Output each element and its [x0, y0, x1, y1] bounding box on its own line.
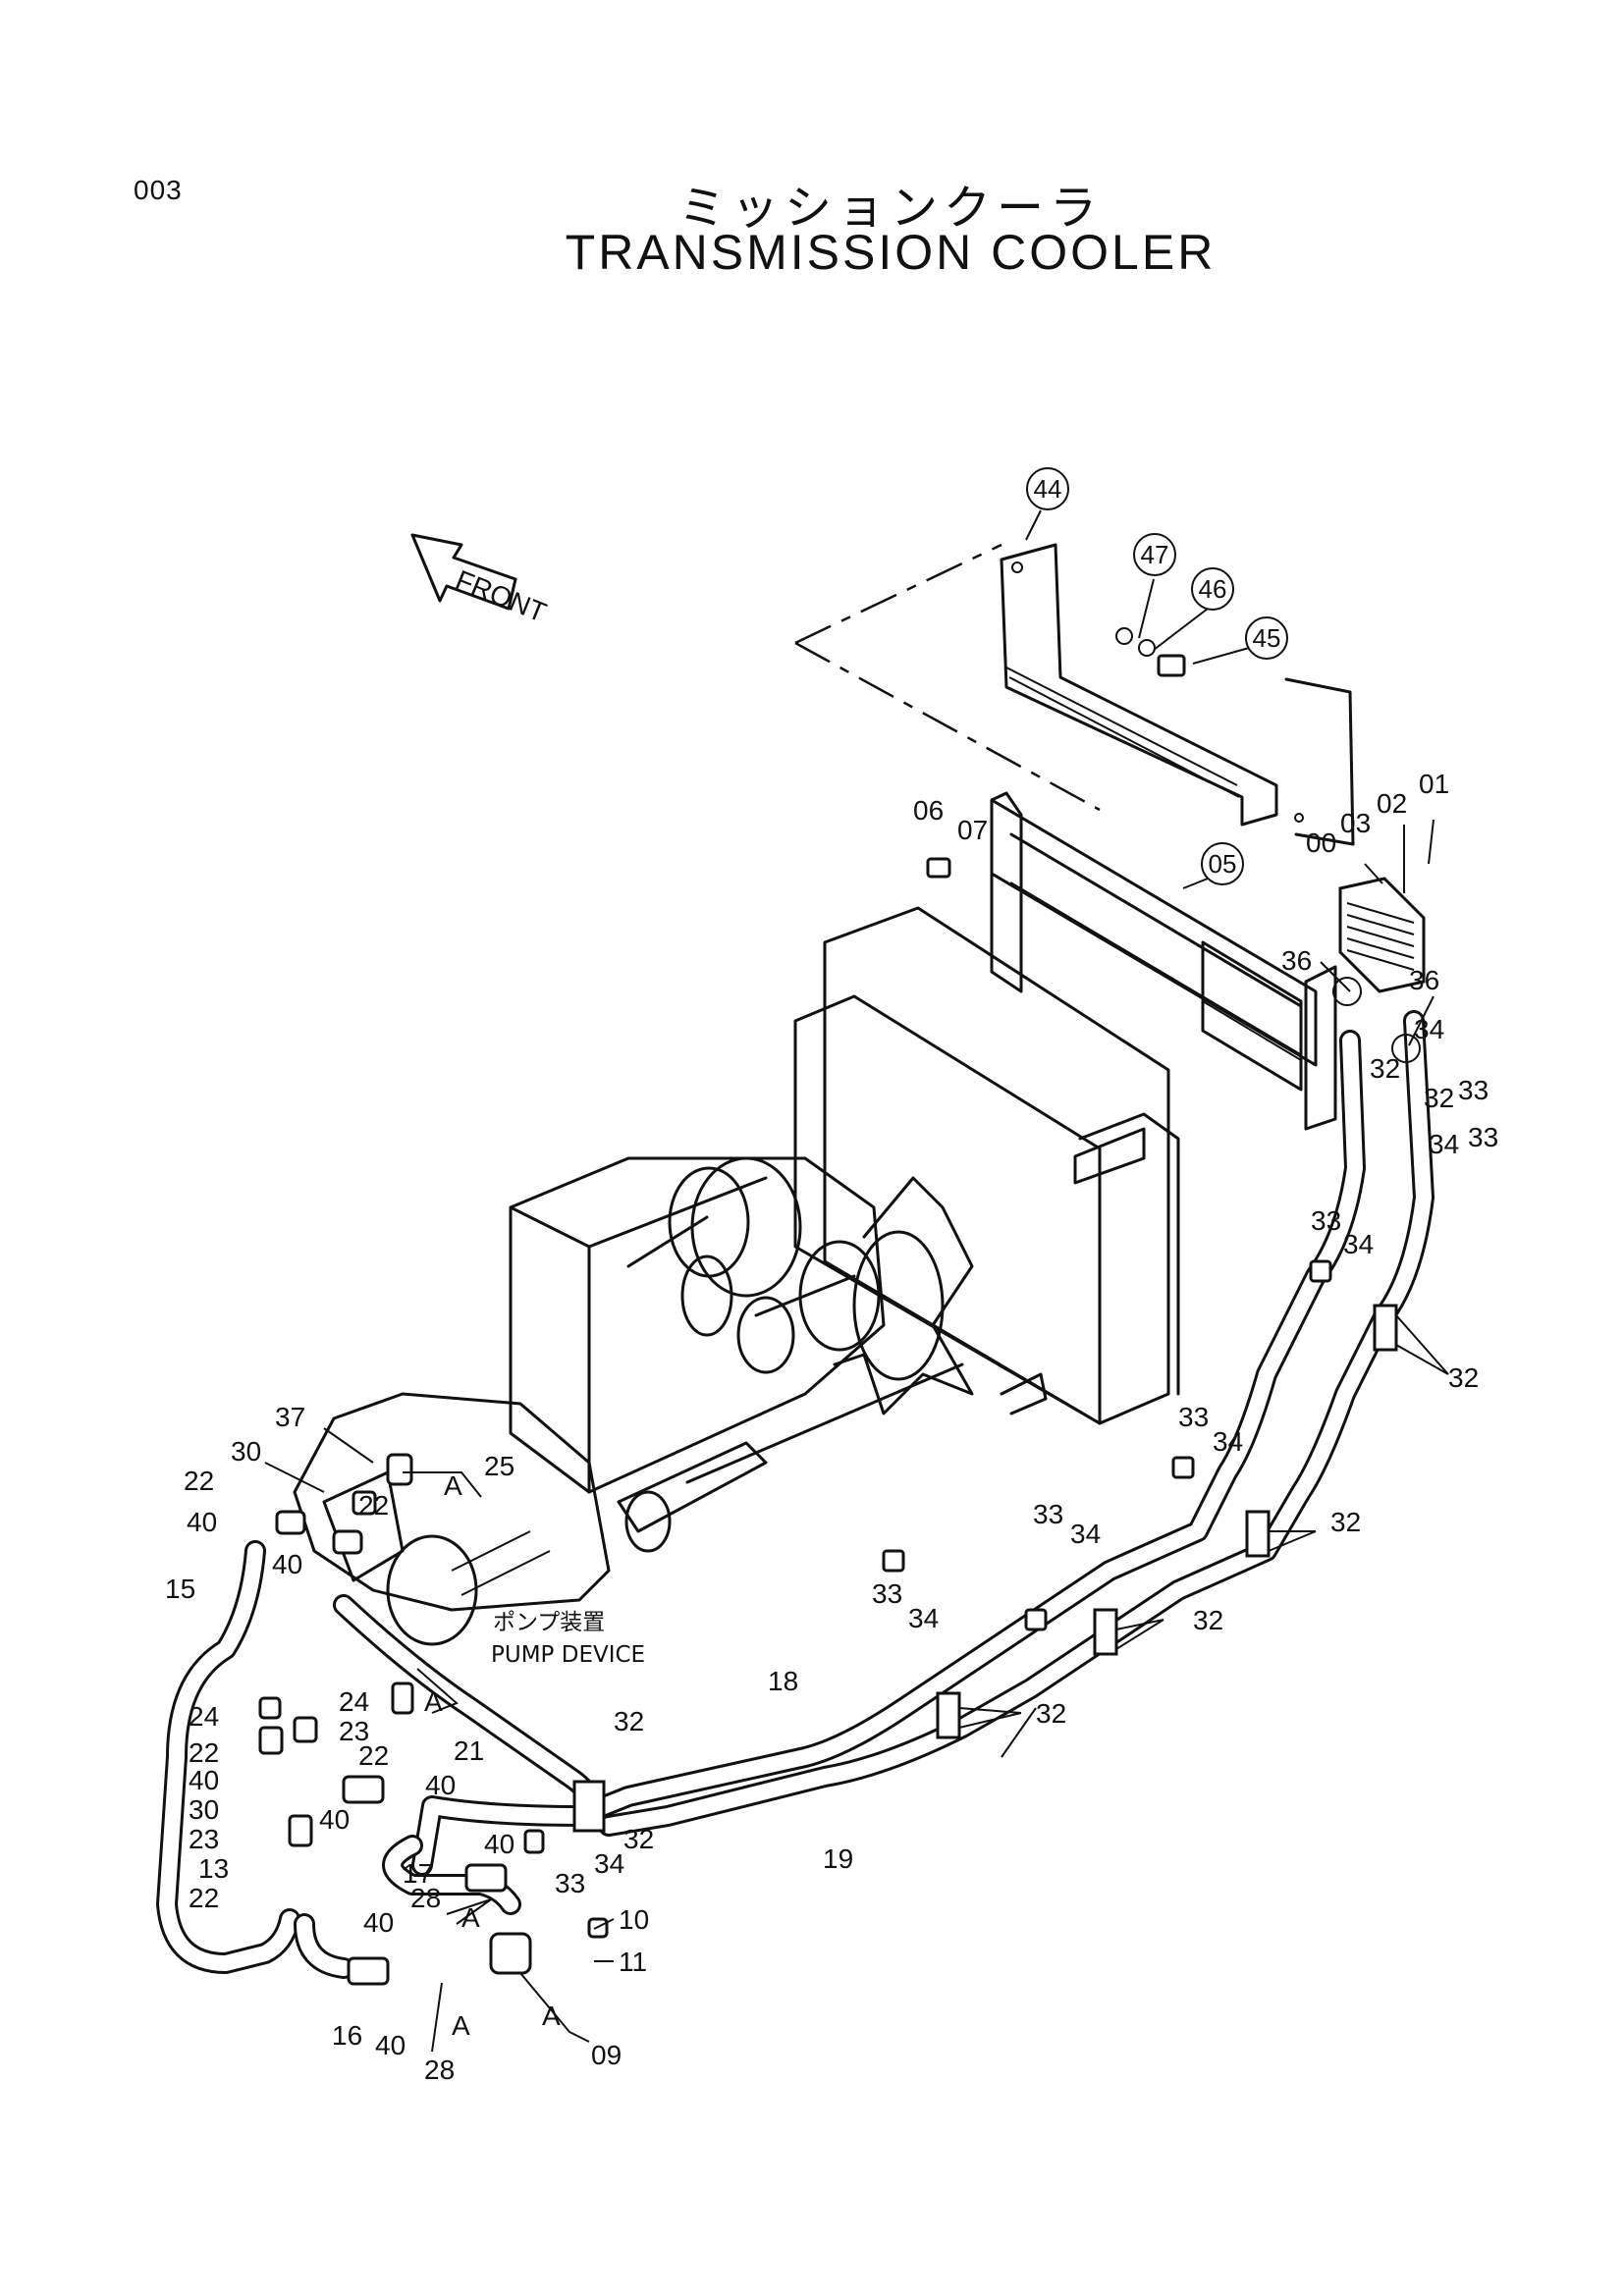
callout-36-right: 36 [1409, 965, 1439, 995]
pump-device-jp: ポンプ装置 [493, 1610, 605, 1635]
pump-device-label: ポンプ装置 PUMP DEVICE [491, 1610, 645, 1668]
callout-36: 36 [1281, 945, 1312, 976]
callout-22-low: 22 [189, 1883, 219, 1913]
callout-32-left: 32 [1036, 1698, 1066, 1729]
callout-22-mid: 22 [358, 1740, 389, 1771]
callout-45: 45 [1253, 623, 1281, 653]
fittings [258, 627, 1421, 1986]
callout-32-clamp-low: 32 [623, 1824, 654, 1854]
callout-34-lower: 34 [1429, 1129, 1459, 1159]
callout-19: 19 [823, 1843, 853, 1874]
callout-02: 02 [1377, 788, 1407, 819]
callout-46: 46 [1199, 574, 1227, 604]
callout-34-lowmid: 34 [1070, 1519, 1101, 1549]
callout-44: 44 [1034, 474, 1062, 504]
callout-34-mid: 34 [1343, 1229, 1374, 1259]
callout-40-left: 40 [189, 1765, 219, 1795]
callout-34-clamp: 34 [594, 1848, 624, 1879]
callout-40-bottom: 40 [375, 2030, 406, 2060]
cooler-frame [990, 791, 1337, 1131]
callout-16: 16 [332, 2020, 362, 2051]
callout-30-left: 30 [189, 1794, 219, 1825]
callout-40-right: 40 [425, 1770, 456, 1800]
callout-a-bottom: A [452, 2010, 470, 2041]
callout-40-mid: 40 [319, 1804, 350, 1835]
callout-06: 06 [913, 795, 944, 826]
callout-33-clamp: 33 [555, 1868, 585, 1898]
callout-15: 15 [165, 1574, 195, 1604]
callout-18: 18 [768, 1666, 798, 1696]
circled-callouts: 44 47 46 45 05 [1026, 467, 1288, 885]
callout-33-mid: 33 [1311, 1205, 1341, 1236]
callout-28-bottom: 28 [424, 2055, 455, 2085]
callout-40-pump: 40 [272, 1549, 302, 1579]
callout-32-mid: 32 [1448, 1362, 1479, 1393]
callout-24-right: 24 [339, 1686, 369, 1717]
title-japanese: ミッションクーラ [677, 181, 1103, 236]
callout-03: 03 [1340, 808, 1371, 838]
callout-30: 30 [231, 1436, 261, 1467]
clamps [572, 1304, 1398, 1833]
callout-21: 21 [454, 1735, 484, 1766]
callout-34-left: 34 [908, 1603, 939, 1633]
callout-25: 25 [484, 1451, 514, 1481]
callout-a-pump: A [444, 1470, 462, 1501]
callout-11: 11 [619, 1947, 647, 1977]
callout-47: 47 [1141, 540, 1169, 569]
callout-22: 22 [184, 1466, 214, 1496]
radiator [793, 906, 1180, 1425]
callout-32-lowmid: 32 [1193, 1605, 1223, 1635]
callout-23: 23 [339, 1716, 369, 1746]
callout-33-center: 33 [1178, 1402, 1209, 1432]
callout-37: 37 [275, 1402, 305, 1432]
callout-33-lower: 33 [1468, 1122, 1498, 1152]
hoses [156, 1010, 1435, 1979]
callout-32-center: 32 [1330, 1507, 1361, 1537]
callouts: 01 02 03 00 06 07 36 36 34 32 32 33 33 3… [165, 769, 1498, 2085]
callout-34-center: 34 [1213, 1426, 1243, 1457]
engine [509, 1156, 1048, 1553]
front-arrow: FRONT [410, 533, 551, 628]
callout-32: 32 [1370, 1053, 1400, 1084]
callout-22-pump: 22 [358, 1490, 389, 1521]
callout-22-left: 22 [189, 1737, 219, 1768]
callout-33: 33 [1458, 1075, 1489, 1105]
callout-23-left: 23 [189, 1824, 219, 1854]
pump-device-en: PUMP DEVICE [491, 1642, 645, 1668]
callout-40: 40 [187, 1507, 217, 1537]
callout-a-bottom-right: A [542, 2001, 561, 2031]
title-english: TRANSMISSION COOLER [565, 225, 1217, 280]
callout-32-right: 32 [1424, 1083, 1454, 1113]
callout-28: 28 [410, 1883, 441, 1913]
callout-40-low: 40 [363, 1907, 394, 1938]
callout-01: 01 [1419, 769, 1449, 799]
callout-34: 34 [1414, 1014, 1444, 1044]
callout-32-clamp: 32 [614, 1706, 644, 1736]
callout-a-mid: A [424, 1686, 443, 1717]
callout-07: 07 [957, 815, 988, 845]
callout-33-left: 33 [872, 1578, 902, 1609]
callout-40-clamp: 40 [484, 1829, 514, 1859]
cover-plate [794, 543, 1355, 846]
callout-00: 00 [1306, 828, 1336, 858]
callout-13: 13 [198, 1853, 229, 1884]
leader-lines [264, 509, 1449, 2053]
callout-10: 10 [619, 1904, 649, 1935]
callout-33-lowmid: 33 [1033, 1499, 1063, 1529]
callout-a-low: A [461, 1902, 480, 1933]
callout-05: 05 [1209, 849, 1237, 879]
callout-09: 09 [591, 2040, 622, 2070]
oil-cooler [1338, 877, 1426, 993]
callout-17: 17 [403, 1858, 433, 1889]
page-number: 003 [134, 175, 183, 205]
callout-24: 24 [189, 1701, 219, 1732]
